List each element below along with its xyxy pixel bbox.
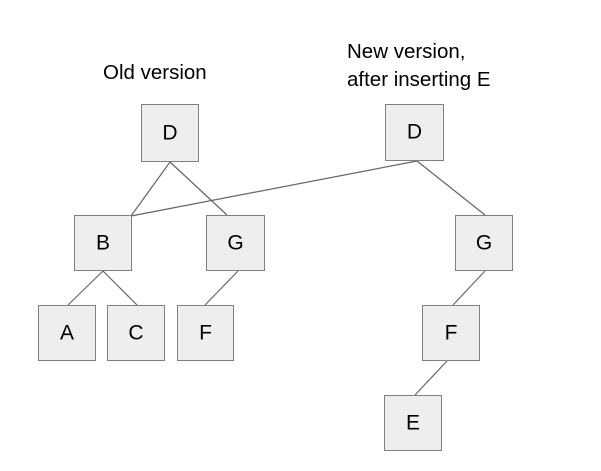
edge-new-d-shared-b: [130, 160, 418, 217]
edge-new-d-g: [416, 160, 486, 216]
tree-node-label: D: [406, 120, 423, 144]
caption-new-line1: New version,: [347, 40, 466, 63]
tree-node-label: C: [128, 321, 144, 344]
tree-node-new-d[interactable]: D: [385, 104, 444, 161]
tree-node-new-g[interactable]: G: [455, 215, 513, 271]
caption-old: Old version: [103, 61, 207, 84]
tree-node-old-g[interactable]: G: [206, 215, 265, 271]
tree-node-label: D: [162, 121, 178, 144]
tree-node-old-d[interactable]: D: [141, 104, 199, 162]
tree-node-old-b[interactable]: B: [74, 215, 132, 271]
tree-node-old-c[interactable]: C: [107, 305, 165, 361]
tree-node-new-f[interactable]: F: [422, 305, 480, 361]
tree-node-label: A: [59, 321, 74, 344]
caption-new-line2: after inserting E: [347, 68, 491, 91]
tree-node-new-e[interactable]: E: [384, 395, 442, 451]
tree-node-old-f[interactable]: F: [177, 305, 234, 361]
tree-node-label: G: [227, 231, 244, 254]
tree-node-label: E: [405, 411, 420, 434]
edge-new-g-f: [452, 270, 486, 306]
edge-old-d-g: [169, 161, 228, 216]
tree-node-label: B: [95, 231, 110, 254]
edge-old-d-b: [130, 161, 171, 217]
tree-node-label: G: [475, 231, 493, 254]
edge-new-f-e: [414, 360, 448, 396]
tree-node-label: F: [444, 321, 458, 344]
edge-old-b-a: [67, 270, 104, 306]
tree-node-label: F: [199, 321, 212, 344]
tree-node-old-a[interactable]: A: [38, 305, 96, 361]
edge-old-b-c: [102, 270, 138, 306]
edge-old-g-f: [204, 270, 239, 306]
